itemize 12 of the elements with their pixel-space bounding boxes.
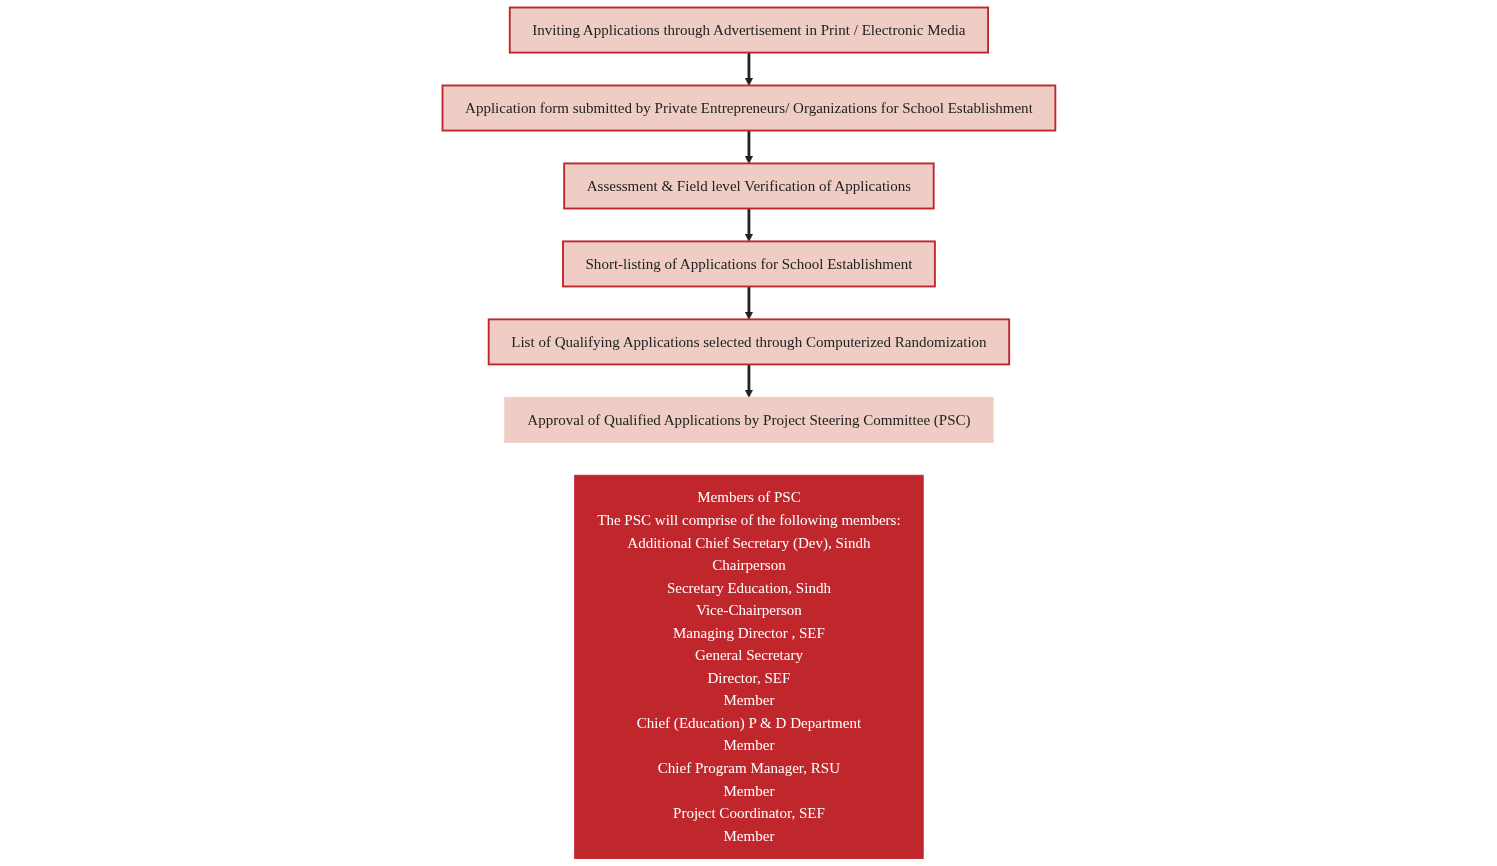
arrow (744, 52, 753, 86)
node-box: Members of PSC The PSC will comprise of the following members: Additional Chief Secretary (Dev), Sindh Chairperson Secretary Education, Sindh Vice-Chairperson Managing Director , SEF General Secretary Director, SEF Member Chief (Education) P & D Department Member Chief Program Manager, RSU Member Project Coordinator, SEF Member (573, 474, 924, 859)
node-box: Approval of Qualified Applications by Project Steering Committee (PSC) (503, 396, 994, 443)
arrow (744, 286, 753, 320)
arrow (744, 130, 753, 164)
node-box: Short-listing of Applications for School Establishment (561, 240, 936, 288)
arrow (744, 364, 753, 398)
node-box: Assessment & Field level Verification of Applications (562, 162, 935, 210)
node-box: List of Qualifying Applications selected through Computerized Randomization (487, 318, 1010, 366)
node-box: Inviting Applications through Advertisement in Print / Electronic Media (508, 6, 989, 54)
node-box: Application form submitted by Private Entrepreneurs/ Organizations for School Establishment (441, 84, 1056, 132)
arrow (744, 208, 753, 242)
